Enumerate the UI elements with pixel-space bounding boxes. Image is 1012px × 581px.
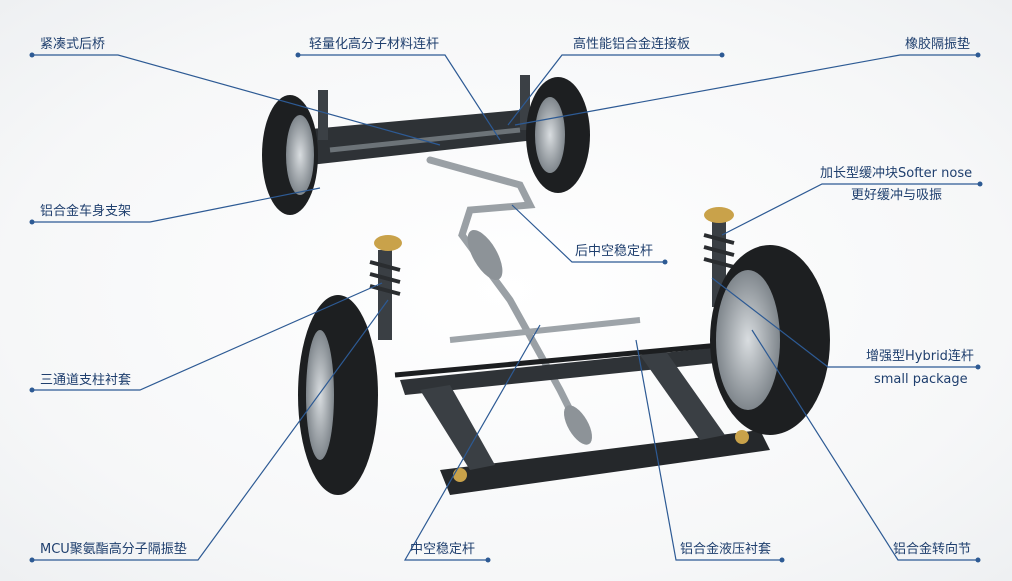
leader-dots [29, 52, 983, 563]
label-mcu-isolator: MCU聚氨酯高分子隔振垫 [40, 542, 187, 557]
label-rear-hollow-stabilizer: 后中空稳定杆 [575, 244, 654, 259]
label-steering-knuckle: 铝合金转向节 [893, 542, 972, 557]
front-subframe [394, 317, 770, 495]
front-right-strut [703, 207, 735, 307]
label-rubber-isolator: 橡胶隔振垫 [905, 37, 971, 52]
muffler [467, 230, 503, 280]
catalytic-converter [564, 405, 592, 445]
front-right-wheel [710, 245, 830, 435]
label-aluminum-body-bracket: 铝合金车身支架 [40, 204, 132, 219]
label-softer-nose: 加长型缓冲块Softer nose [820, 166, 973, 181]
rear-left-wheel [262, 95, 318, 215]
leader-lines [32, 54, 980, 561]
label-softer-nose-desc: 更好缓冲与吸振 [851, 188, 943, 203]
label-hydraulic-bushing: 铝合金液压衬套 [680, 542, 772, 557]
front-left-strut [369, 235, 402, 340]
rear-right-wheel [526, 77, 590, 193]
label-hollow-stabilizer: 中空稳定杆 [410, 542, 476, 557]
label-hybrid-link-desc: small package [874, 372, 968, 387]
label-compact-rear-axle: 紧凑式后桥 [40, 37, 106, 52]
label-aluminum-connecting-plate: 高性能铝合金连接板 [573, 37, 691, 52]
label-lightweight-polymer-link: 轻量化高分子材料连杆 [309, 37, 440, 52]
label-three-channel-bushing: 三通道支柱衬套 [40, 373, 132, 388]
label-hybrid-link: 增强型Hybrid连杆 [866, 349, 974, 364]
rear-axle [300, 75, 535, 165]
front-left-wheel [298, 295, 378, 495]
